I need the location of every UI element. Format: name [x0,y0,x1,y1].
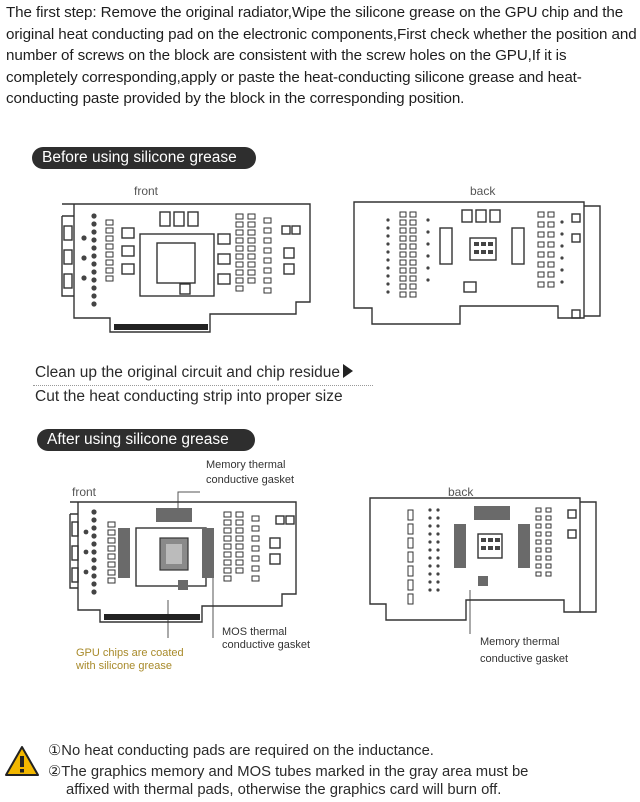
warning-line-1: ①No heat conducting pads are required on… [48,743,434,759]
memory-note-top-line1: Memory thermal [206,459,286,471]
back-label-after: back [448,485,474,499]
memory-note-back-line1: Memory thermal [480,636,560,648]
front-label-before: front [134,184,159,198]
divider [33,385,373,386]
mos-note-line1: MOS thermal [222,626,287,638]
gpu-board-front-before [61,203,311,333]
gpu-board-back-before [353,201,601,325]
warning-line-2: ②The graphics memory and MOS tubes marke… [48,764,529,780]
front-label-after: front [72,485,97,499]
step-cut-strip: Cut the heat conducting strip into prope… [35,388,343,405]
intro-text: The first step: Remove the original radi… [6,4,637,108]
section-after-title: After using silicone grease [37,429,255,451]
gpu-note-line2: with silicone grease [76,660,172,672]
leader-line [177,491,200,512]
gpu-note-line1: GPU chips are coated [76,647,184,659]
warning-icon [5,746,39,776]
step-clean-residue: Clean up the original circuit and chip r… [35,364,354,382]
play-arrow-icon [343,364,354,378]
mos-note-line2: conductive gasket [222,639,311,651]
warning-line-2-cont: affixed with thermal pads, otherwise the… [66,782,502,798]
memory-note-back-line2: conductive gasket [480,653,569,665]
section-before-title: Before using silicone grease [32,147,256,169]
back-label-before: back [470,184,496,198]
gpu-board-front-after [69,491,297,638]
memory-note-top-line2: conductive gasket [206,474,295,486]
gpu-board-back-after [369,497,597,634]
